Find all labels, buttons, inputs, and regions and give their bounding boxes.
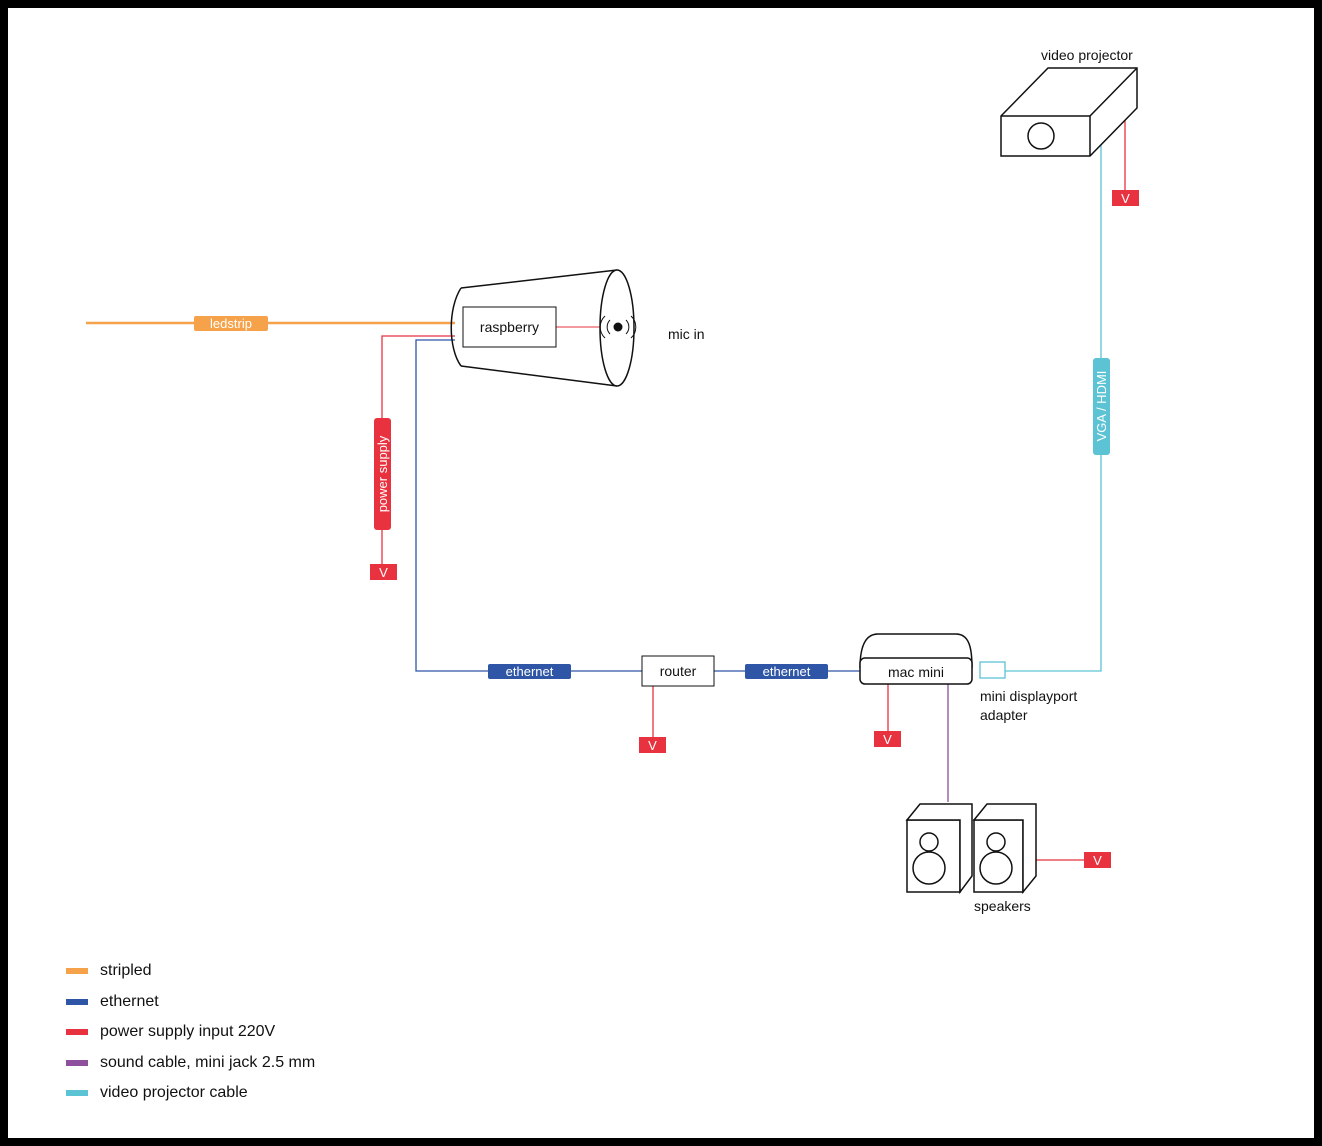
voltage-tag-speakers: V xyxy=(1084,852,1111,868)
mac-mini-icon xyxy=(859,633,973,685)
wiring-diagram: raspberry mic in router mac mini mini di… xyxy=(8,8,1314,1138)
raspberry-power-cable xyxy=(381,335,455,564)
svg-text:VGA / HDMI: VGA / HDMI xyxy=(1094,371,1109,442)
voltage-tag-raspberry: V xyxy=(370,564,397,580)
svg-text:V: V xyxy=(379,565,388,580)
adapter-label-line2: adapter xyxy=(980,707,1028,723)
svg-text:ethernet: ethernet xyxy=(763,664,811,679)
raspberry-label: raspberry xyxy=(480,319,539,335)
legend-item-video: video projector cable xyxy=(66,1078,315,1109)
svg-text:V: V xyxy=(1093,853,1102,868)
svg-text:power supply: power supply xyxy=(375,435,390,512)
legend-item-stripled: stripled xyxy=(66,956,315,987)
ledstrip-tag: ledstrip xyxy=(194,316,268,331)
mac-mini-label: mac mini xyxy=(888,664,944,680)
legend-item-ethernet: ethernet xyxy=(66,987,315,1018)
adapter-label-line1: mini displayport xyxy=(980,688,1077,704)
svg-text:V: V xyxy=(648,738,657,753)
speakers-icon xyxy=(905,803,1037,895)
legend-label: power supply input 220V xyxy=(100,1023,276,1041)
voltage-tag-macmini: V xyxy=(874,731,901,747)
legend-item-power: power supply input 220V xyxy=(66,1017,315,1048)
svg-text:V: V xyxy=(883,732,892,747)
ethernet-cable-left xyxy=(415,339,642,672)
displayport-adapter xyxy=(979,661,1006,679)
video-projector-icon xyxy=(1000,67,1138,157)
router-label: router xyxy=(660,663,697,679)
ethernet-tag-right: ethernet xyxy=(745,664,828,679)
legend-swatch xyxy=(66,968,88,975)
legend-label: stripled xyxy=(100,962,152,980)
legend-label: video projector cable xyxy=(100,1084,248,1102)
legend-swatch xyxy=(66,1059,88,1066)
raspberry-box xyxy=(462,306,557,348)
mic-in-label: mic in xyxy=(668,326,705,342)
video-cable xyxy=(1005,134,1102,672)
power-supply-tag: power supply xyxy=(374,418,391,530)
video-projector-label: video projector xyxy=(1041,47,1133,63)
vga-hdmi-tag: VGA / HDMI xyxy=(1093,358,1110,455)
svg-text:ethernet: ethernet xyxy=(506,664,554,679)
ethernet-tag-left: ethernet xyxy=(488,664,571,679)
legend-label: ethernet xyxy=(100,992,159,1010)
voltage-tag-router: V xyxy=(639,737,666,753)
legend-swatch xyxy=(66,1029,88,1036)
lamp-housing xyxy=(450,269,635,387)
legend-label: sound cable, mini jack 2.5 mm xyxy=(100,1053,316,1071)
legend-swatch xyxy=(66,998,88,1005)
diagram-svg: raspberry mic in router mac mini mini di… xyxy=(86,47,1139,914)
microphone-icon xyxy=(599,315,637,339)
legend-swatch xyxy=(66,1090,88,1097)
legend-item-sound: sound cable, mini jack 2.5 mm xyxy=(66,1048,315,1079)
svg-text:V: V xyxy=(1121,191,1130,206)
voltage-tag-projector: V xyxy=(1112,190,1139,206)
legend: stripled ethernet power supply input 220… xyxy=(66,956,315,1109)
speakers-label: speakers xyxy=(974,898,1031,914)
svg-text:ledstrip: ledstrip xyxy=(210,316,252,331)
router-box xyxy=(641,655,715,687)
